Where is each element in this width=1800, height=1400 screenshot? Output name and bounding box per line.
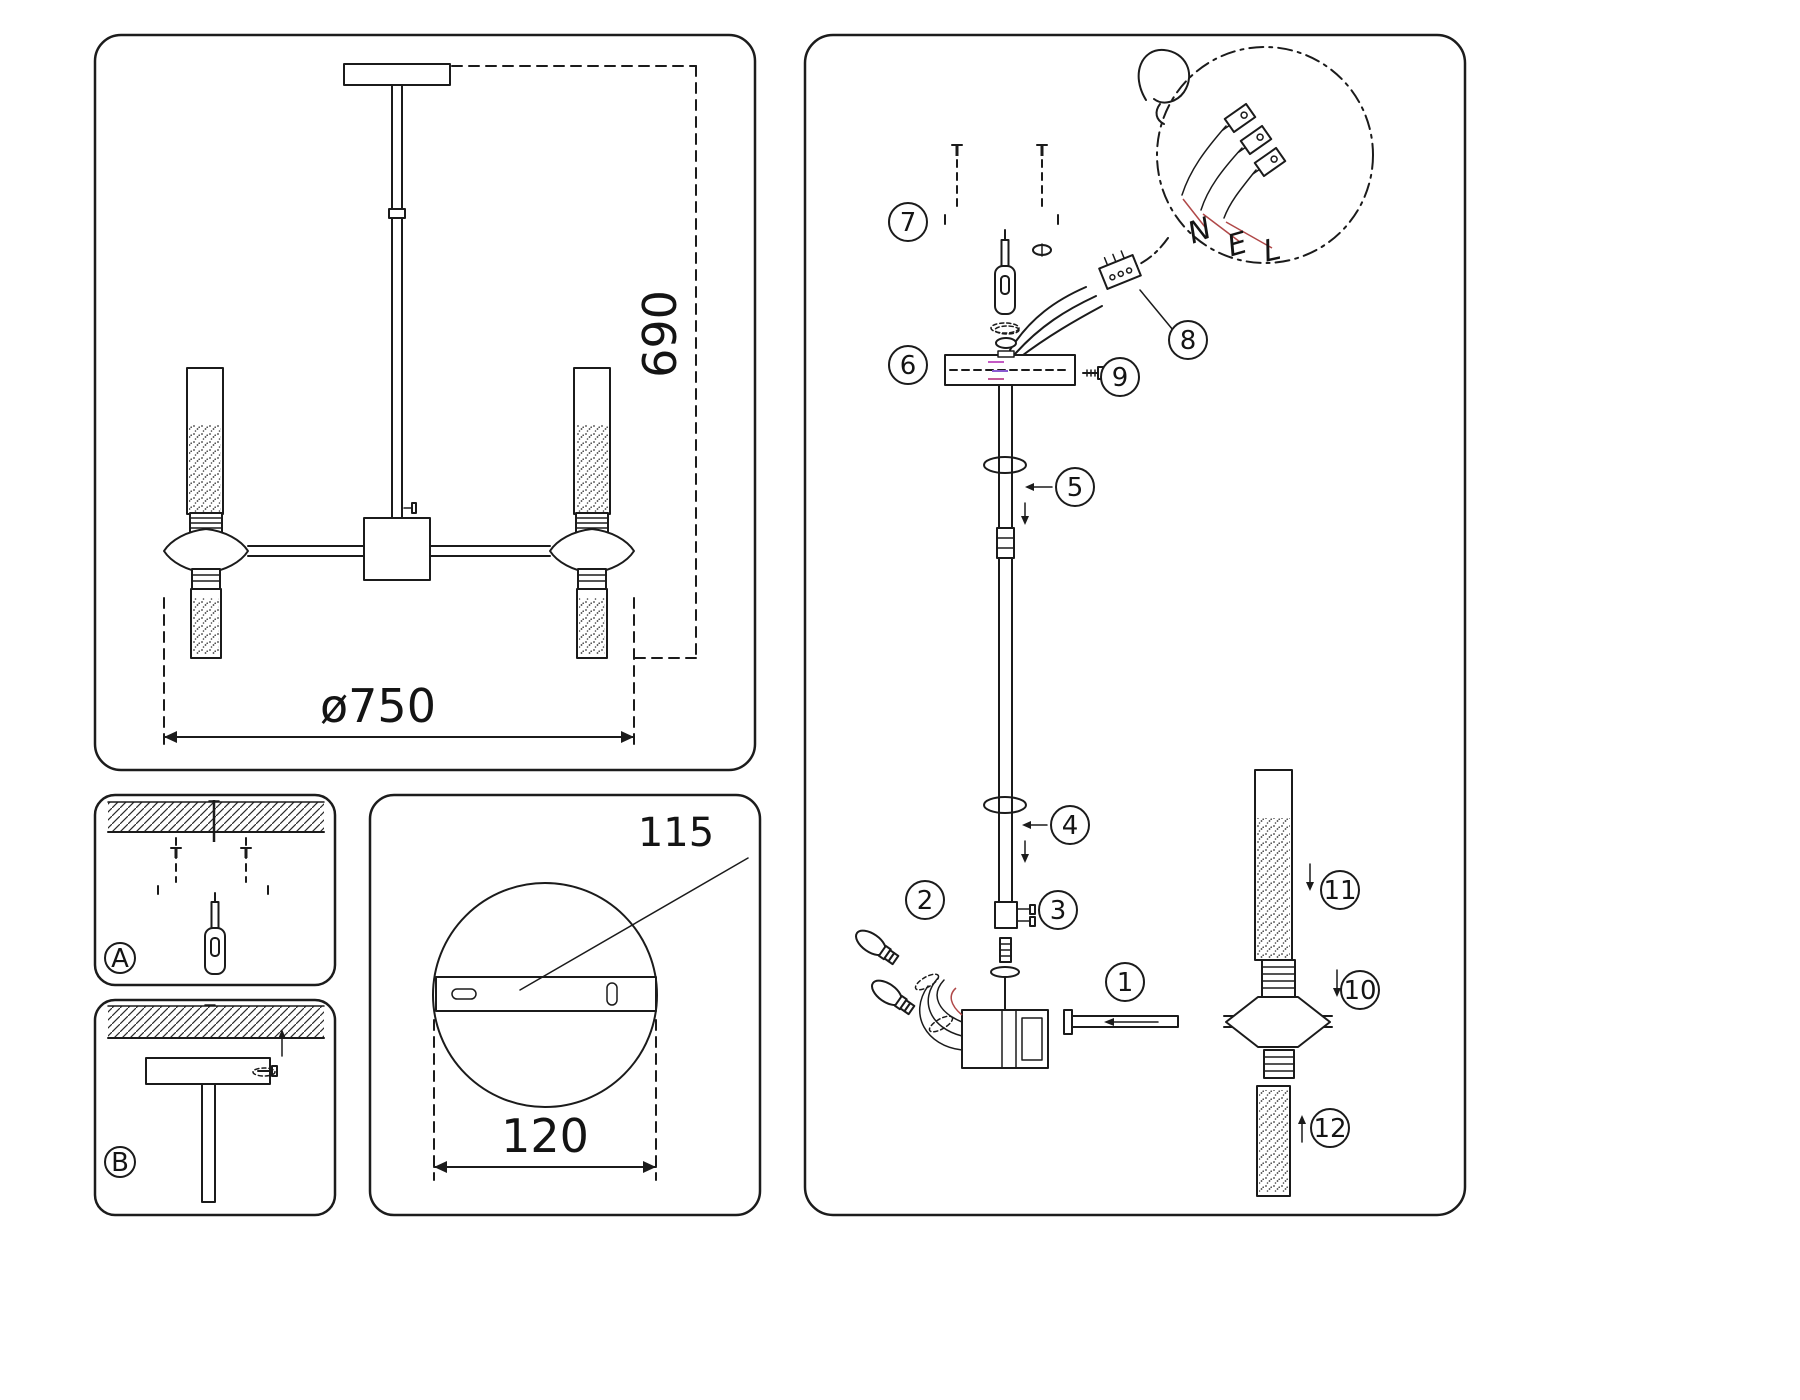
screw-icon [1016,904,1036,915]
left-arm-assembly [163,367,249,659]
step-5-label: 5 [1067,473,1084,503]
slot-right [606,982,618,1006]
dim-120-label: 120 [501,1109,589,1163]
screwdriver-icon [994,229,1016,315]
canopy-detail-panel: 115 120 [368,793,762,1217]
connector-plug [1009,250,1174,359]
chandelier-drawing [163,63,635,659]
height-dimension: 690 [451,65,697,659]
slot-left [451,988,477,1000]
down-rod [983,384,1036,929]
center-body [363,517,431,581]
screw-icon [1036,144,1048,156]
wire-l-label: L [1260,232,1284,270]
step-12-badge [1310,1108,1350,1148]
step-3-badge [1038,890,1078,930]
bulbs-group [855,929,954,1033]
canopy-plate [145,1057,271,1085]
wing-nut-icon [1032,243,1052,257]
terminal-block [1181,102,1287,219]
step-8-badge [1168,320,1208,360]
step-5-badge [1055,467,1095,507]
dim-diameter-label: ø750 [320,679,436,733]
right-lamp-assembly [1223,769,1333,1197]
screw-icon [170,847,182,858]
panel-b-label: B [111,1148,129,1178]
assembly-panel: N E L [803,33,1467,1217]
right-arm-assembly [549,367,635,659]
step-3-label: 3 [1050,896,1067,926]
screw-icon [1016,916,1036,927]
step-11-badge [1320,870,1360,910]
step-badges: 1 2 3 4 5 6 7 8 9 10 11 12 [888,202,1380,1148]
step-10-badge [1340,970,1380,1010]
dim-height-label: 690 [633,290,687,378]
hook-icon [1137,48,1191,125]
ring-upper [983,456,1027,474]
step-7-badge [888,202,928,242]
diffuser-holder [549,528,635,574]
panel-a: A [93,793,337,987]
screw-icon [951,144,963,156]
screw-icon [240,847,252,858]
front-view-panel: 690 ø750 [93,33,757,772]
bulb-icon [871,979,916,1016]
step7-group [944,144,1059,334]
step-7-label: 7 [900,208,917,238]
rod [201,1083,216,1203]
stem [391,84,403,519]
step-6-label: 6 [900,351,917,381]
arm-piece [1063,1009,1179,1035]
step-9-label: 9 [1112,363,1129,393]
socket-upper [1261,959,1296,998]
step-11-label: 11 [1323,876,1356,906]
panel-b-badge [104,1146,136,1178]
step-2-label: 2 [917,886,934,916]
dim-115-label: 115 [638,810,714,856]
step-12-label: 12 [1313,1114,1346,1144]
screw-icon [252,1065,278,1077]
step-1-badge [1105,962,1145,1002]
ceiling-hatch [108,802,324,832]
diffuser-holder [163,528,249,574]
rod-coupler [996,527,1015,559]
diffuser-holder [1225,996,1331,1048]
bulb-icon [855,929,900,966]
step-1-label: 1 [1117,968,1134,998]
panel-a-label: A [111,944,129,974]
step-9-badge [1100,357,1140,397]
step-10-label: 10 [1343,976,1376,1006]
panel-b: B [93,998,337,1217]
step-4-badge [1050,805,1090,845]
step-4-label: 4 [1062,811,1079,841]
panel-a-badge [104,942,136,974]
socket-lower [577,568,607,590]
step-8-label: 8 [1180,326,1197,356]
ceiling-hatch [108,1006,324,1038]
step-2-badge [905,880,945,920]
rod-end-block [994,901,1018,929]
mounting-bracket [157,885,269,895]
step-6-badge [888,345,928,385]
diameter-dimension: ø750 [163,597,635,749]
ring-lower [983,796,1027,814]
socket-lower [191,568,221,590]
body-assembly [918,937,1049,1069]
screwdriver-icon [204,892,226,975]
ceiling-plate [343,63,451,86]
